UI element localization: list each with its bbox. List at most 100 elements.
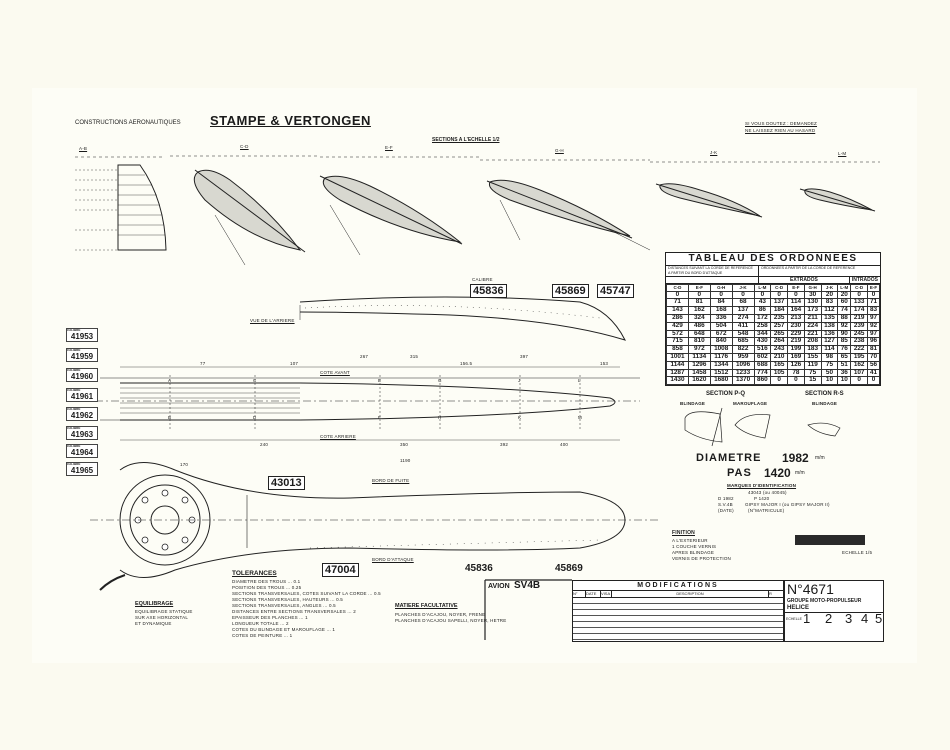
table-cell: 10: [820, 376, 839, 386]
dimension: 240: [260, 442, 269, 447]
table-cell: 0: [850, 376, 869, 386]
note-line-1: SI VOUS DOUTEZ : DEMANDEZ: [745, 121, 818, 126]
section-pq-rs-drawings: [684, 407, 841, 447]
table-cell: 10: [837, 376, 852, 386]
dimension: 267: [360, 354, 369, 359]
bord-attaque-label: BORD D'ATTAQUE: [372, 557, 414, 562]
table-cell: 0: [770, 376, 789, 386]
section-label: J-K: [710, 150, 718, 155]
table-cell: 119: [803, 360, 822, 370]
table-cell: 230: [787, 321, 805, 331]
table-cell: 165: [770, 360, 789, 370]
tolerance-line: SECTIONS TRANSVERSALES, ANGLES ... 0.5: [232, 603, 336, 608]
dimension: 77: [200, 361, 206, 366]
section-pq-title: SECTION P-Q: [706, 391, 746, 397]
vue-label: VUE DE L'ARRIERE: [250, 318, 295, 323]
section-c-d: [193, 169, 306, 253]
echelle-label: ECHELLE: [786, 617, 802, 621]
tolerance-line: DIAMETRE DES TROUS ... 0.1: [232, 579, 301, 584]
mod-col: N°: [573, 591, 586, 597]
pas-value: 1420: [764, 466, 791, 480]
dimension: 400: [560, 442, 569, 447]
mod-col: DATE: [586, 591, 601, 597]
table-cell: 486: [687, 321, 711, 331]
table-cell: 1680: [709, 376, 733, 386]
drawing-number: N°4671: [787, 581, 834, 597]
calibre-caption: CALIBRE: [472, 277, 493, 282]
station-letter: M: [578, 415, 582, 420]
pas-unit: m/m: [795, 470, 805, 476]
echelle-note: ECHELLE 1/5: [842, 550, 873, 555]
modifications-block: MODIFICATIONS N° DATE VISA DESCRIPTION R: [572, 580, 784, 642]
matiere-line: PLANCHES D'ACAJOU SAPELLI, NOYER, HETRE: [395, 618, 507, 623]
tolerance-line: COTES DU BLINDAGE ET MAROUFLAGE ... 1: [232, 627, 336, 632]
company-name: STAMPE & VERTONGEN: [210, 113, 371, 128]
table-cell: 138: [820, 321, 839, 331]
dimension: 107: [290, 361, 299, 366]
section-dimension-lines: [75, 155, 880, 163]
intrados-header: INTRADOS: [851, 277, 878, 283]
section-j-k: [655, 183, 763, 218]
table-cell: 411: [731, 321, 755, 331]
avion-label: AVION: [488, 583, 510, 590]
dimension: 392: [500, 442, 509, 447]
group-header-ordinates: ORDONNEES A PARTIR DE LA CORDE DE REFERE…: [761, 266, 856, 270]
table-cell: 126: [787, 360, 805, 370]
station-letter: A: [168, 378, 172, 383]
table-cell: 257: [770, 321, 789, 331]
table-cell: 504: [709, 321, 733, 331]
extrados-header: EXTRADOS: [759, 277, 850, 283]
diametre-value: 1982: [782, 451, 809, 465]
modifications-title: MODIFICATIONS: [573, 581, 783, 591]
mod-col: DESCRIPTION: [612, 591, 769, 597]
item-number: 5: [875, 611, 883, 626]
equilibrage-line: EQUILIBRAGE STATIQUE: [135, 609, 193, 614]
station-letter: H: [438, 415, 442, 420]
matiere-line: PLANCHES D'ACAJOU, NOYER, FRENE: [395, 612, 486, 617]
hub-and-blade-outline: [90, 462, 660, 591]
dimension: 1190: [400, 458, 411, 463]
equilibrage-line: ET DYNAMIQUE: [135, 621, 172, 626]
ink-stamp: [795, 535, 865, 545]
finition-line: 1 COUCHE VERNIS: [672, 544, 717, 549]
station-letter: G: [438, 378, 442, 383]
section-g-h: [486, 179, 633, 239]
table-cell: 0: [787, 376, 805, 386]
tolerance-line: DISTANCES ENTRE SECTIONS TRANSVERSALES .…: [232, 609, 356, 614]
ordinates-table: TABLEAU DES ORDONNEES DISTANCES SUIVANT …: [665, 252, 881, 387]
edge-view-blade: [299, 296, 626, 341]
mod-col: R: [769, 591, 772, 596]
bord-fuite-label: BORD DE FUITE: [372, 478, 410, 483]
stamp-top-1: 45836: [470, 284, 507, 298]
station-letter: L: [578, 378, 581, 383]
stamp-bottom-1: 47004: [322, 563, 359, 577]
table-cell: 1344: [709, 360, 733, 370]
section-label: A-B: [79, 146, 88, 151]
section-label: C-D: [240, 144, 249, 149]
part-label: HELICE: [787, 605, 810, 611]
table-cell: 75: [820, 360, 839, 370]
tolerance-line: SECTIONS TRANSVERSALES, HAUTEURS ... 0.5: [232, 597, 343, 602]
ordinates-table-title: TABLEAU DES ORDONNEES: [666, 253, 880, 266]
table-cell: 51: [837, 360, 852, 370]
finition-title: FINITION: [672, 530, 695, 536]
section-rs-title: SECTION R-S: [805, 391, 844, 397]
blindage-label: BLINDAGE: [680, 401, 706, 406]
tolerance-line: LONGUEUR TOTALE ... 2: [232, 621, 289, 626]
finition-line: A L'EXTERIEUR: [672, 538, 708, 543]
table-cell: 1296: [687, 360, 711, 370]
marques-left: S.V.4B: [718, 502, 733, 507]
mod-col: VISA: [601, 591, 612, 597]
stamp-hub: 43013: [268, 476, 305, 490]
